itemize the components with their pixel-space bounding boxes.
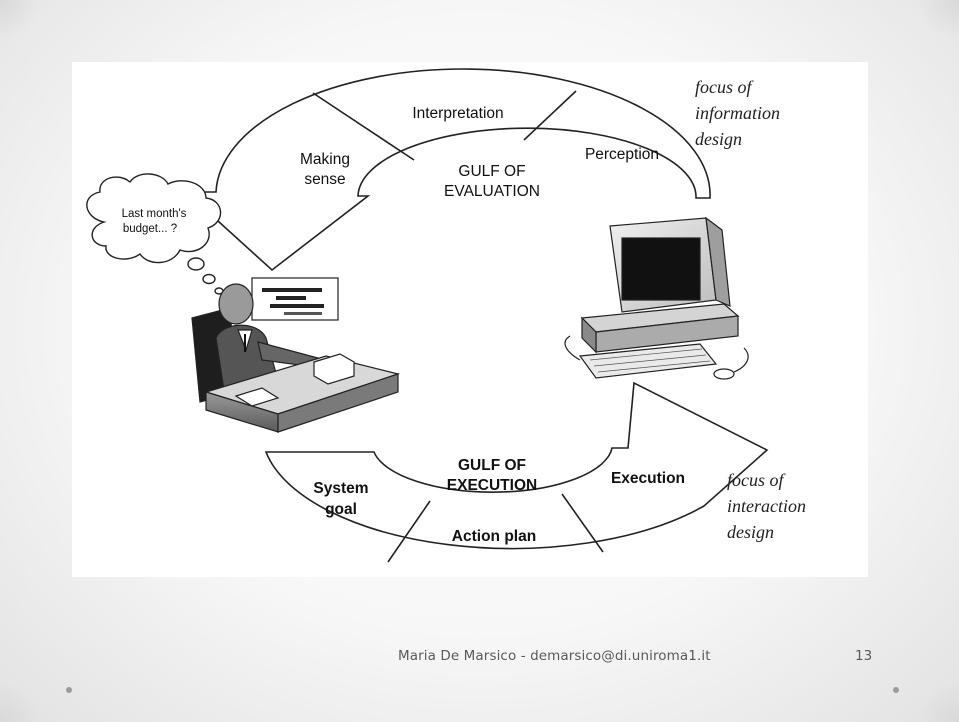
focus-information-design-label: focus of — [695, 77, 754, 97]
stage-interpretation: Interpretation — [412, 105, 503, 122]
gulf-of-execution-label: GULF OF — [458, 457, 526, 474]
person-at-desk-illustration — [191, 277, 401, 433]
focus-interaction-design-label-line2: interaction — [727, 496, 806, 516]
footer-bullet-right — [893, 687, 899, 693]
focus-information-design-label-line3: design — [695, 129, 742, 149]
page-number: 13 — [855, 648, 873, 664]
footer-author: Maria De Marsico - demarsico@di.uniroma1… — [398, 648, 711, 664]
corner-shade-top-right — [919, 0, 959, 40]
execution-arc — [264, 381, 769, 563]
gulf-of-execution-label-line2: EXECUTION — [447, 477, 537, 494]
stage-system-goal-line2: goal — [325, 501, 357, 518]
stage-making-sense-line2: sense — [304, 171, 345, 188]
focus-interaction-design-label-line3: design — [727, 522, 774, 542]
computer-illustration — [564, 216, 749, 380]
thought-bubble-text-line2: budget... ? — [123, 223, 177, 235]
stage-perception: Perception — [585, 146, 659, 163]
corner-shade-bottom-left — [0, 682, 40, 722]
stage-system-goal: System — [313, 480, 368, 497]
focus-information-design-label-line2: information — [695, 103, 780, 123]
corner-shade-bottom-right — [919, 682, 959, 722]
gulf-of-evaluation-label-line2: EVALUATION — [444, 183, 540, 200]
gulf-of-evaluation-label: GULF OF — [458, 163, 525, 180]
evaluation-arc — [183, 68, 711, 272]
stage-execution: Execution — [611, 470, 685, 487]
stage-action-plan: Action plan — [452, 528, 536, 545]
corner-shade-top-left — [0, 0, 40, 40]
stage-making-sense: Making — [300, 151, 350, 168]
focus-interaction-design-label: focus of — [727, 470, 786, 490]
thought-bubble-text: Last month's — [122, 208, 187, 220]
thought-bubble — [86, 173, 224, 295]
footer-bullet-left — [66, 687, 72, 693]
